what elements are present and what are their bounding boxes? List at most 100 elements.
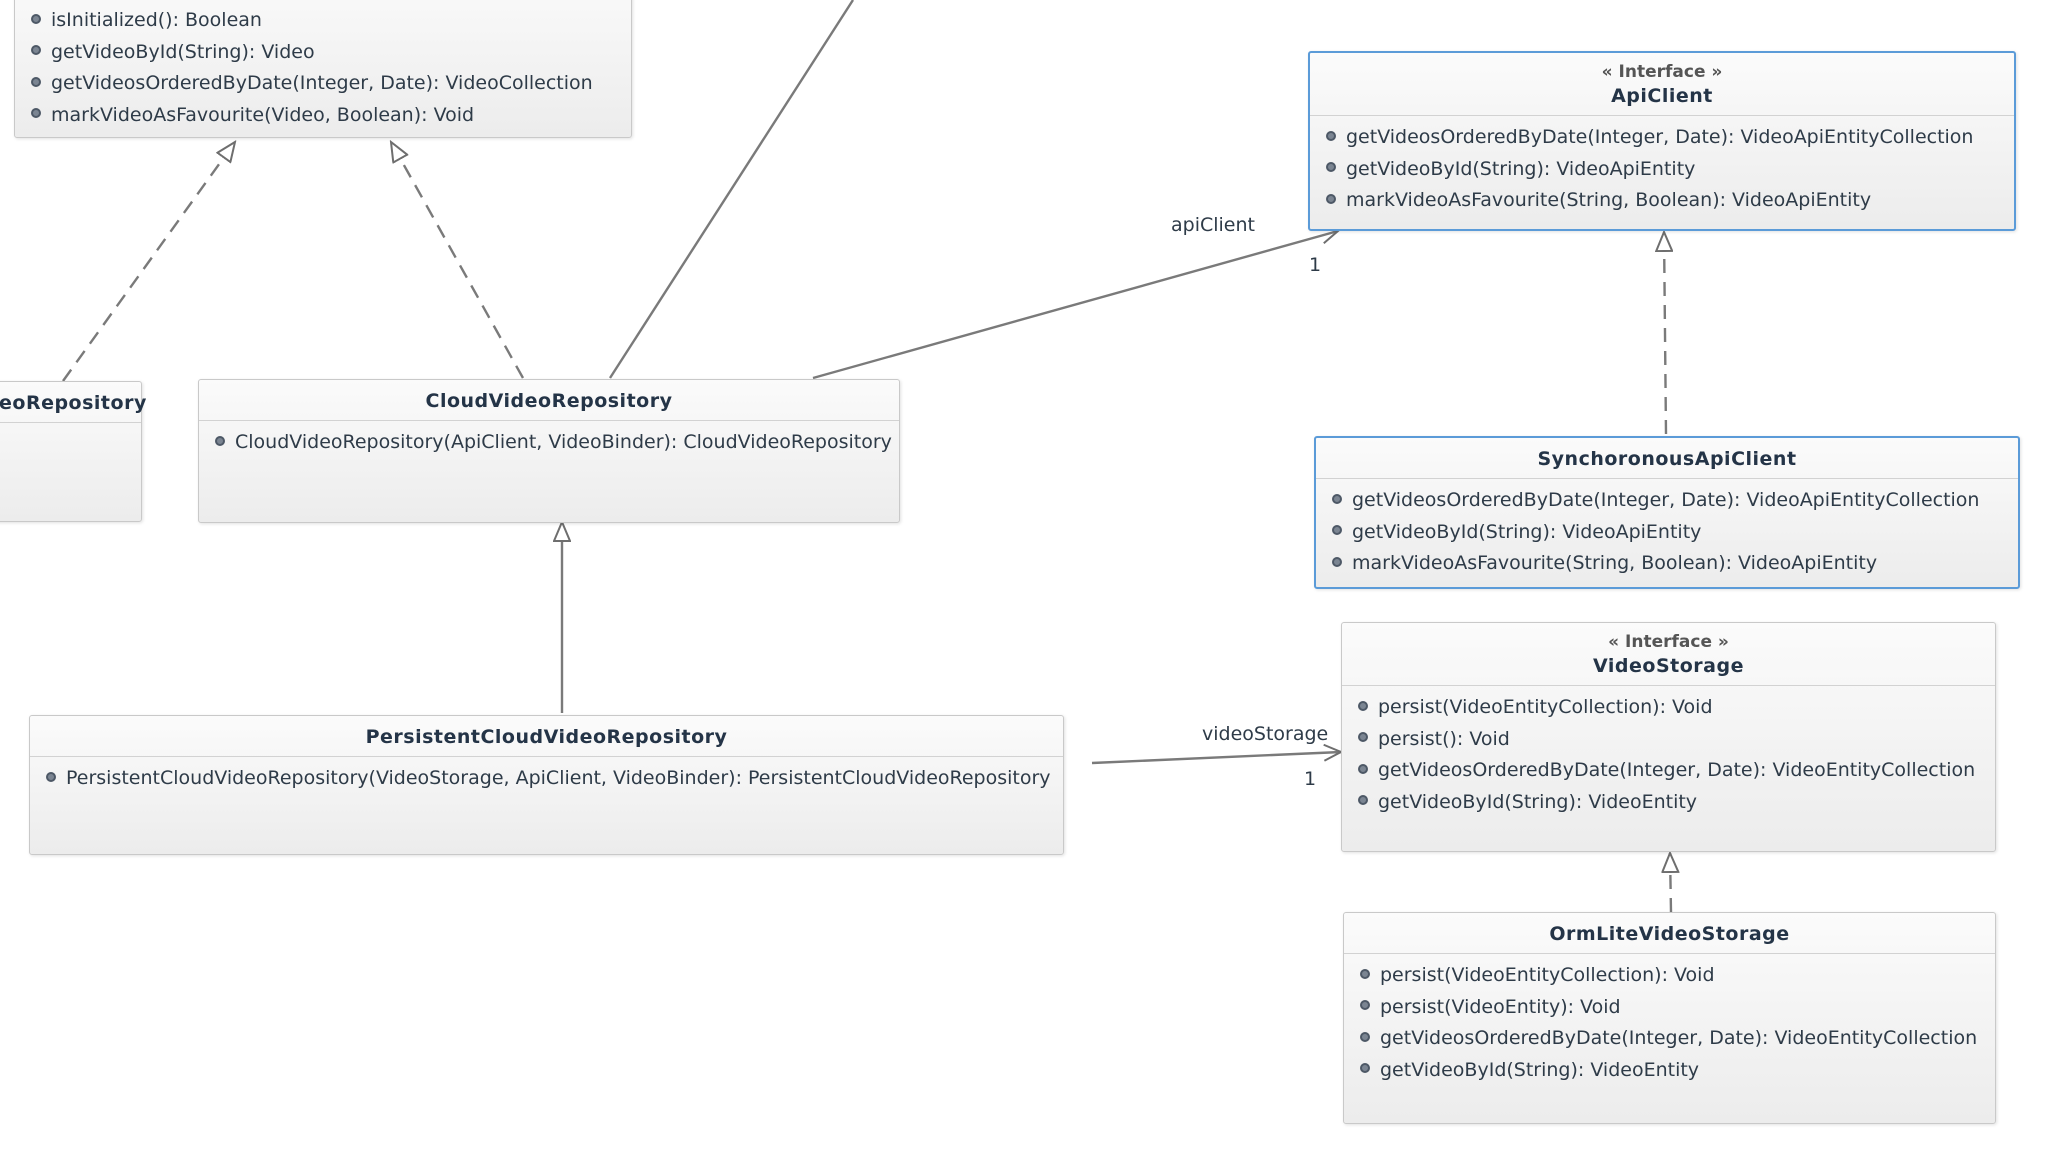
class-name: VideoStorage [1593, 655, 1744, 677]
method-signature: getVideoById(String): VideoApiEntity [1346, 157, 1696, 180]
class-box-synchoronous-api-client[interactable]: SynchoronousApiClient getVideosOrderedBy… [1314, 436, 2020, 589]
public-method-icon [1332, 525, 1342, 535]
public-method-icon [1358, 763, 1368, 774]
association-edge-video-storage[interactable] [1091, 752, 1341, 765]
method-row: persist(VideoEntity): Void [1344, 992, 1995, 1024]
public-method-icon [1326, 130, 1336, 141]
public-method-icon [1360, 1000, 1370, 1010]
method-signature: getVideosOrderedByDate(Integer, Date): V… [1352, 489, 1980, 511]
video-storage-multiplicity-label: 1 [1304, 768, 1317, 790]
method-signature: getVideoById(String): VideoEntity [1380, 1058, 1700, 1081]
method-signature: persist(VideoEntityCollection): Void [1378, 696, 1713, 718]
method-row: persist(VideoEntityCollection): Void [1344, 960, 1995, 992]
method-row: markVideoAsFavourite(String, Boolean): V… [1310, 185, 2014, 217]
class-header: « Interface » VideoStorage [1342, 623, 1995, 686]
method-row: PersistentCloudVideoRepository(VideoStor… [30, 763, 1063, 795]
stereotype-label: « Interface » [1601, 62, 1723, 82]
class-box-cloud-video-repository[interactable]: CloudVideoRepository CloudVideoRepositor… [198, 379, 900, 523]
class-name: PersistentCloudVideoRepository [365, 726, 728, 748]
public-method-icon [31, 13, 41, 24]
method-signature: persist(VideoEntityCollection): Void [1380, 964, 1715, 986]
public-method-icon [1358, 795, 1368, 805]
public-method-icon [1332, 556, 1342, 567]
association-edge-api-client[interactable] [812, 231, 1338, 380]
public-method-icon [1326, 193, 1336, 204]
class-header: SynchoronousApiClient [1316, 438, 2018, 479]
method-row: getVideosOrderedByDate(Integer, Date): V… [1344, 1023, 1995, 1055]
method-signature: getVideoById(String): VideoEntity [1378, 790, 1698, 813]
method-list: getVideosOrderedByDate(Integer, Date): V… [1310, 116, 2014, 217]
method-row: CloudVideoRepository(ApiClient, VideoBin… [199, 427, 899, 459]
method-signature: persist(VideoEntity): Void [1380, 995, 1621, 1018]
method-row: persist(VideoEntityCollection): Void [1342, 692, 1995, 724]
method-signature: getVideosOrderedByDate(Integer, Date): V… [1346, 126, 1974, 148]
realization-edge-cloud-video-repository[interactable] [391, 142, 525, 379]
public-method-icon [1358, 732, 1368, 742]
method-signature: PersistentCloudVideoRepository(VideoStor… [66, 767, 1051, 789]
method-row: markVideoAsFavourite(String, Boolean): V… [1316, 548, 2018, 580]
class-name: OrmLiteVideoStorage [1549, 923, 1790, 945]
class-header: OrmLiteVideoStorage [1344, 913, 1995, 954]
method-signature: getVideosOrderedByDate(Integer, Date): V… [51, 72, 593, 94]
public-method-icon [1360, 1031, 1370, 1042]
public-method-icon [31, 108, 41, 118]
public-method-icon [31, 76, 41, 87]
method-signature: persist(): Void [1378, 727, 1510, 750]
class-box-video-storage[interactable]: « Interface » VideoStorage persist(Video… [1341, 622, 1996, 852]
method-row: getVideoById(String): Video [15, 37, 631, 69]
realization-edge-eo-repository[interactable] [62, 142, 235, 382]
class-box-orm-lite-video-storage[interactable]: OrmLiteVideoStorage persist(VideoEntityC… [1343, 912, 1996, 1124]
class-box-persistent-cloud-video-repository[interactable]: PersistentCloudVideoRepository Persisten… [29, 715, 1064, 855]
method-row: markVideoAsFavourite(Video, Boolean): Vo… [15, 100, 631, 132]
method-signature: getVideoById(String): VideoApiEntity [1352, 520, 1702, 543]
method-signature: markVideoAsFavourite(String, Boolean): V… [1352, 552, 1878, 574]
public-method-icon [1360, 1063, 1370, 1073]
public-method-icon [215, 435, 225, 446]
realization-edge-orm-lite-video-storage[interactable] [1670, 853, 1671, 913]
class-box-top-left[interactable]: isInitialized(): Boolean getVideoById(St… [14, 0, 632, 138]
method-signature: markVideoAsFavourite(Video, Boolean): Vo… [51, 103, 475, 126]
method-signature: markVideoAsFavourite(String, Boolean): V… [1346, 189, 1872, 211]
class-name: eoRepository [0, 392, 147, 414]
class-box-api-client[interactable]: « Interface » ApiClient getVideosOrdered… [1308, 51, 2016, 231]
class-name: CloudVideoRepository [425, 390, 673, 412]
class-name: SynchoronousApiClient [1537, 448, 1797, 470]
method-row: getVideosOrderedByDate(Integer, Date): V… [15, 68, 631, 100]
method-row: getVideosOrderedByDate(Integer, Date): V… [1342, 755, 1995, 787]
method-row: persist(): Void [1342, 724, 1995, 756]
method-row: getVideoById(String): VideoApiEntity [1316, 517, 2018, 549]
method-row: isInitialized(): Boolean [15, 5, 631, 37]
method-list: persist(VideoEntityCollection): Void per… [1342, 686, 1995, 818]
association-edge-offscreen[interactable] [608, 0, 855, 379]
method-list: persist(VideoEntityCollection): Void per… [1344, 954, 1995, 1086]
public-method-icon [1360, 968, 1370, 979]
public-method-icon [1358, 700, 1368, 711]
class-header: « Interface » ApiClient [1310, 53, 2014, 116]
method-row: getVideosOrderedByDate(Integer, Date): V… [1316, 485, 2018, 517]
method-list: CloudVideoRepository(ApiClient, VideoBin… [199, 421, 899, 459]
api-client-role-label: apiClient [1171, 214, 1255, 236]
public-method-icon [1332, 493, 1342, 504]
method-signature: getVideosOrderedByDate(Integer, Date): V… [1380, 1027, 1978, 1049]
method-list: PersistentCloudVideoRepository(VideoStor… [30, 757, 1063, 795]
realization-edge-synchoronous-api-client[interactable] [1664, 232, 1666, 435]
class-box-eo-repository[interactable]: eoRepository [0, 381, 147, 522]
method-signature: getVideoById(String): Video [51, 40, 315, 63]
stereotype-label: « Interface » [1608, 632, 1729, 652]
method-row: getVideoById(String): VideoApiEntity [1310, 154, 2014, 186]
method-signature: CloudVideoRepository(ApiClient, VideoBin… [235, 431, 892, 453]
video-storage-role-label: videoStorage [1202, 723, 1329, 745]
method-row: getVideosOrderedByDate(Integer, Date): V… [1310, 122, 2014, 154]
method-signature: getVideosOrderedByDate(Integer, Date): V… [1378, 759, 1976, 781]
method-row: getVideoById(String): VideoEntity [1342, 787, 1995, 819]
method-list: isInitialized(): Boolean getVideoById(St… [15, 0, 631, 131]
class-name: ApiClient [1611, 85, 1713, 107]
public-method-icon [31, 45, 41, 55]
method-list: getVideosOrderedByDate(Integer, Date): V… [1316, 479, 2018, 580]
class-header: PersistentCloudVideoRepository [30, 716, 1063, 757]
api-client-multiplicity-label: 1 [1309, 254, 1322, 276]
public-method-icon [1326, 162, 1336, 172]
public-method-icon [46, 771, 56, 782]
